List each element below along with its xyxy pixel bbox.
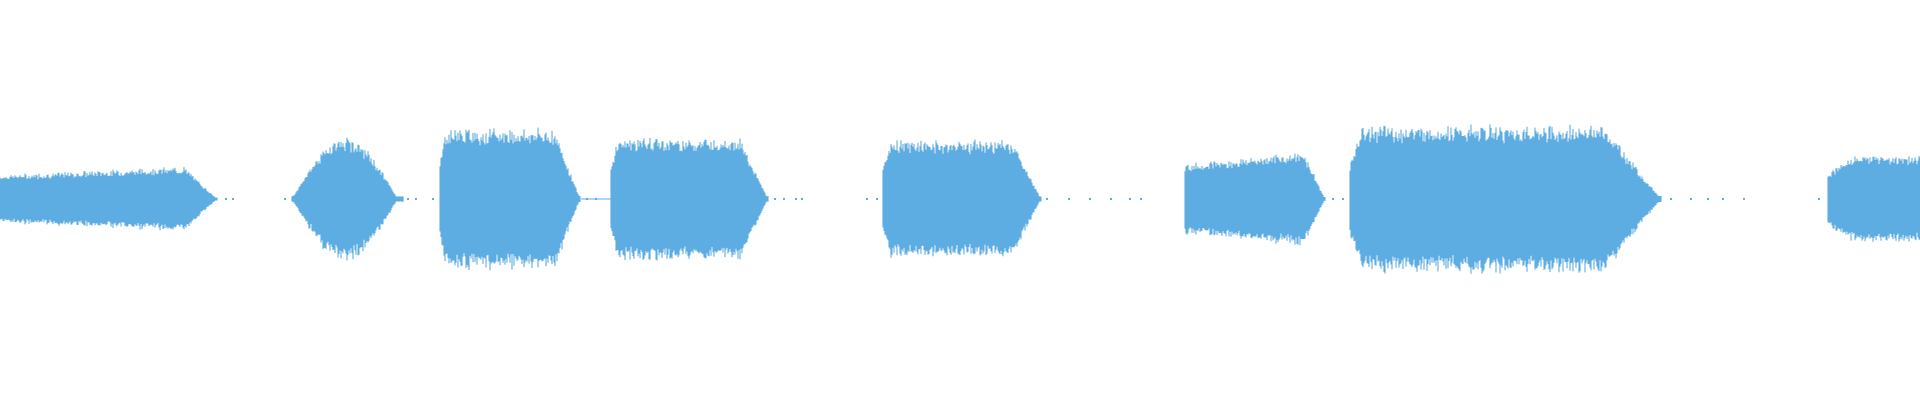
waveform-noise-dot bbox=[1089, 198, 1091, 200]
waveform-noise-dot bbox=[1670, 198, 1672, 200]
waveform-segment bbox=[439, 127, 581, 271]
waveform-noise-dot bbox=[801, 198, 803, 200]
waveform-noise-dot bbox=[1690, 198, 1692, 200]
waveform-segment bbox=[610, 137, 769, 261]
waveform-noise-dot bbox=[232, 198, 234, 200]
waveform-segment bbox=[0, 167, 218, 231]
waveform-noise-dot bbox=[1129, 198, 1131, 200]
waveform-noise-dot bbox=[876, 198, 878, 200]
waveform-noise-dot bbox=[432, 198, 434, 200]
waveform-segment bbox=[1184, 153, 1326, 246]
waveform-noise-dot bbox=[1342, 198, 1344, 200]
waveform-noise-dot bbox=[1818, 198, 1820, 200]
waveform-noise-dot bbox=[284, 198, 286, 200]
waveform-noise-dot bbox=[407, 198, 409, 200]
waveform-segment bbox=[1349, 124, 1662, 274]
waveform-noise-dot bbox=[866, 198, 868, 200]
waveform-segment bbox=[291, 137, 404, 261]
waveform-noise-dot bbox=[1046, 198, 1048, 200]
waveform-segment bbox=[882, 139, 1042, 258]
waveform-noise-dot bbox=[1722, 198, 1724, 200]
waveform-noise-dot bbox=[795, 198, 797, 200]
waveform-noise-dot bbox=[415, 198, 417, 200]
waveform-noise-dot bbox=[1068, 198, 1070, 200]
waveform-noise-dot bbox=[783, 198, 785, 200]
waveform-noise-dot bbox=[1707, 198, 1709, 200]
waveform-segment bbox=[1827, 155, 1920, 242]
waveform-noise-dot bbox=[1743, 198, 1745, 200]
waveform-noise-dot bbox=[1110, 198, 1112, 200]
waveform-layer bbox=[0, 124, 1920, 274]
waveform-noise-dot bbox=[1140, 198, 1142, 200]
waveform-noise-dot bbox=[1332, 198, 1334, 200]
waveform-noise-dot bbox=[225, 198, 227, 200]
waveform-noise-dot bbox=[774, 198, 776, 200]
